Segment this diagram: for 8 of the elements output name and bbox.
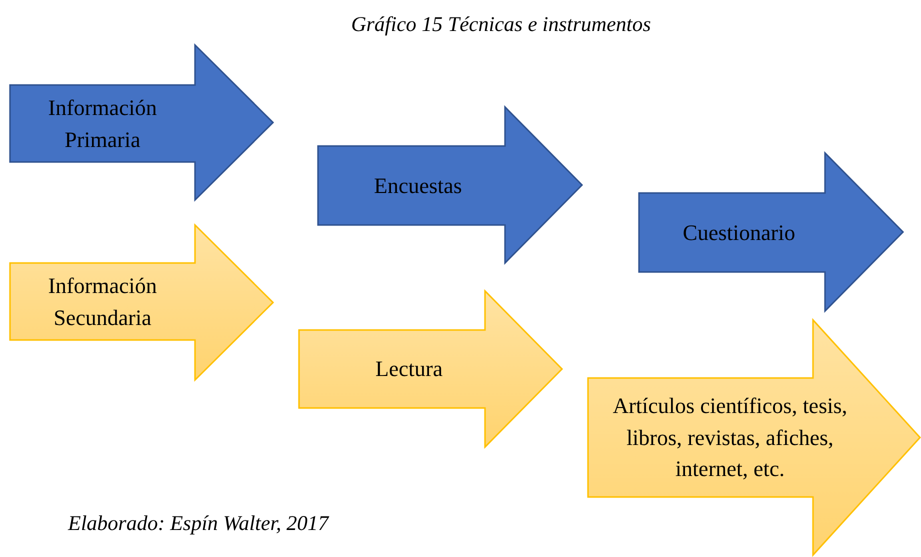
title: Gráfico 15 Técnicas e instrumentos — [350, 12, 652, 37]
caption: Elaborado: Espín Walter, 2017 — [68, 511, 329, 536]
node-label: Lectura — [374, 355, 444, 384]
node-label: Encuestas — [373, 172, 463, 200]
node-label: Información Secundaria — [47, 272, 158, 332]
node-label: Información Primaria — [47, 94, 158, 154]
node-label: Cuestionario — [682, 218, 796, 247]
node-label: Artículos científicos, tesis, libros, revistas, afiches, internet, etc. — [612, 392, 848, 484]
